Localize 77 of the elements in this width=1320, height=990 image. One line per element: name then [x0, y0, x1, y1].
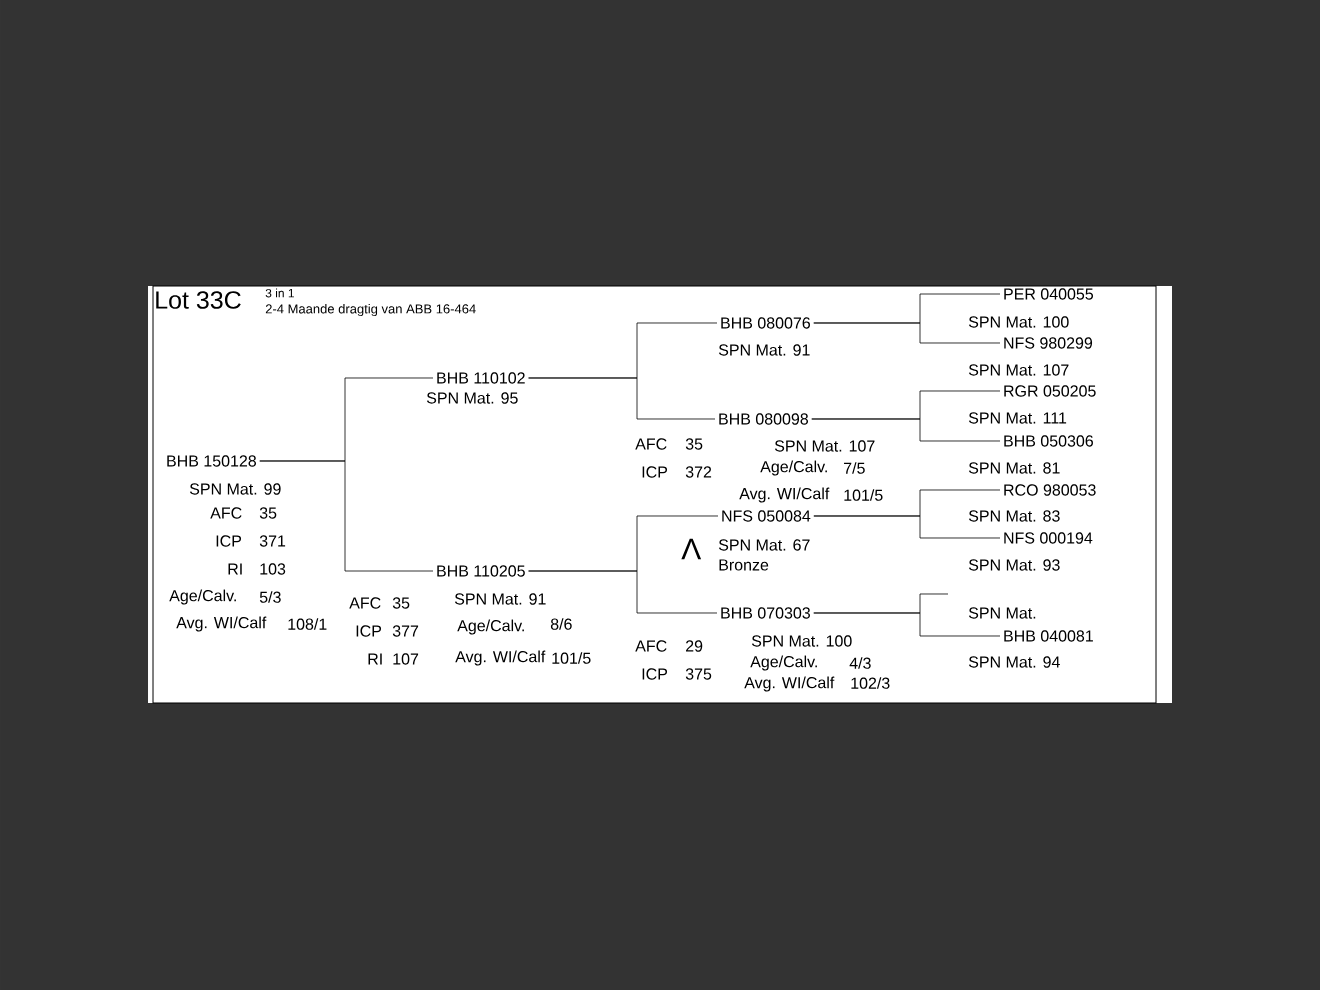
- label-text: SPN Mat. 107: [774, 440, 875, 452]
- label-text: SPN Mat. 107: [968, 364, 1069, 376]
- label-text: ICP: [642, 668, 668, 680]
- pedigree-line: [813, 612, 1001, 637]
- animal-id: BHB 110205: [437, 565, 525, 577]
- animal-id: NFS 000194: [1004, 532, 1093, 544]
- label-text: ICP: [216, 535, 242, 547]
- label-text: 7/5: [844, 462, 865, 474]
- label-text: Λ: [681, 538, 702, 560]
- label-text: ICP: [642, 466, 668, 478]
- label-text: 377: [392, 625, 419, 637]
- label-text: SPN Mat. 81: [968, 462, 1060, 474]
- animal-id: BHB 110102: [437, 372, 525, 384]
- label-text: SPN Mat. 99: [189, 483, 281, 495]
- animal-id: RGR 050205: [1004, 385, 1096, 397]
- label-text: 108/1: [288, 618, 327, 630]
- label-text: 101/5: [552, 652, 591, 664]
- label-text: RI: [228, 563, 242, 575]
- animal-id: PER 040055: [1004, 288, 1094, 300]
- label-text: AFC: [210, 507, 242, 519]
- label-text: ICP: [356, 625, 382, 637]
- label-text: 103: [260, 563, 286, 575]
- label-text: Bronze: [719, 559, 769, 571]
- label-text: Age/Calv.: [457, 619, 524, 635]
- label-text: 3 in 1: [265, 288, 294, 298]
- label-text: SPN Mat. 91: [718, 344, 810, 356]
- animal-id: BHB 040081: [1004, 630, 1093, 642]
- label-text: Age/Calv.: [760, 460, 827, 476]
- animal-id: BHB 050306: [1004, 435, 1093, 447]
- pedigree-line: [528, 570, 718, 614]
- label-text: SPN Mat. 93: [968, 559, 1060, 571]
- label-text: SPN Mat. 95: [426, 392, 518, 404]
- label-text: AFC: [635, 438, 667, 450]
- label-text: AFC: [635, 640, 667, 652]
- animal-id: NFS 980299: [1004, 337, 1093, 349]
- pedigree-line: [528, 377, 716, 420]
- label-text: 29: [686, 640, 703, 652]
- label-text: SPN Mat. 67: [718, 539, 810, 551]
- animal-id: BHB 080098: [719, 413, 808, 425]
- animal-id: BHB 070303: [721, 607, 810, 619]
- animal-id: RCO 980053: [1004, 484, 1096, 496]
- animal-id: NFS 050084: [722, 510, 811, 522]
- label-text: Avg. WI/Calf: [739, 487, 830, 503]
- label-text: 35: [259, 507, 277, 519]
- label-text: SPN Mat.: [968, 607, 1036, 619]
- label-text: 107: [393, 653, 419, 665]
- pedigree-line: [813, 515, 1001, 539]
- animal-id: BHB 150128: [167, 455, 256, 467]
- label-text: SPN Mat. 83: [968, 510, 1060, 522]
- label-text: AFC: [349, 597, 381, 609]
- label-text: 4/3: [849, 657, 871, 669]
- label-text: 101/5: [844, 489, 883, 501]
- label-text: 375: [685, 668, 712, 680]
- label-text: Age/Calv.: [750, 655, 817, 671]
- pedigree-line: [813, 322, 1001, 344]
- animal-id: BHB 080076: [721, 317, 810, 329]
- label-text: 2-4 Maande dragtig van ABB 16-464: [265, 303, 476, 317]
- label-text: SPN Mat. 94: [968, 656, 1060, 668]
- label-text: SPN Mat. 100: [968, 316, 1069, 328]
- label-text: Avg. WI/Calf: [744, 676, 835, 692]
- label-text: 8/6: [550, 618, 572, 630]
- label-text: 372: [685, 466, 712, 478]
- label-text: RI: [368, 653, 382, 665]
- pedigree-line: [811, 418, 1001, 442]
- label-text: 35: [392, 597, 410, 609]
- label-text: 371: [259, 535, 286, 547]
- label-text: Avg. WI/Calf: [455, 650, 546, 666]
- label-text: 35: [685, 438, 703, 450]
- label-text: SPN Mat. 111: [968, 412, 1067, 424]
- label-text: Age/Calv.: [169, 589, 236, 605]
- pedigree-line: [259, 460, 434, 572]
- lot-title: Lot 33C: [156, 291, 241, 309]
- label-text: SPN Mat. 91: [454, 593, 546, 605]
- label-text: 5/3: [259, 591, 281, 603]
- label-text: SPN Mat. 100: [751, 635, 852, 647]
- label-text: Avg. WI/Calf: [176, 616, 267, 632]
- label-text: 102/3: [851, 677, 890, 689]
